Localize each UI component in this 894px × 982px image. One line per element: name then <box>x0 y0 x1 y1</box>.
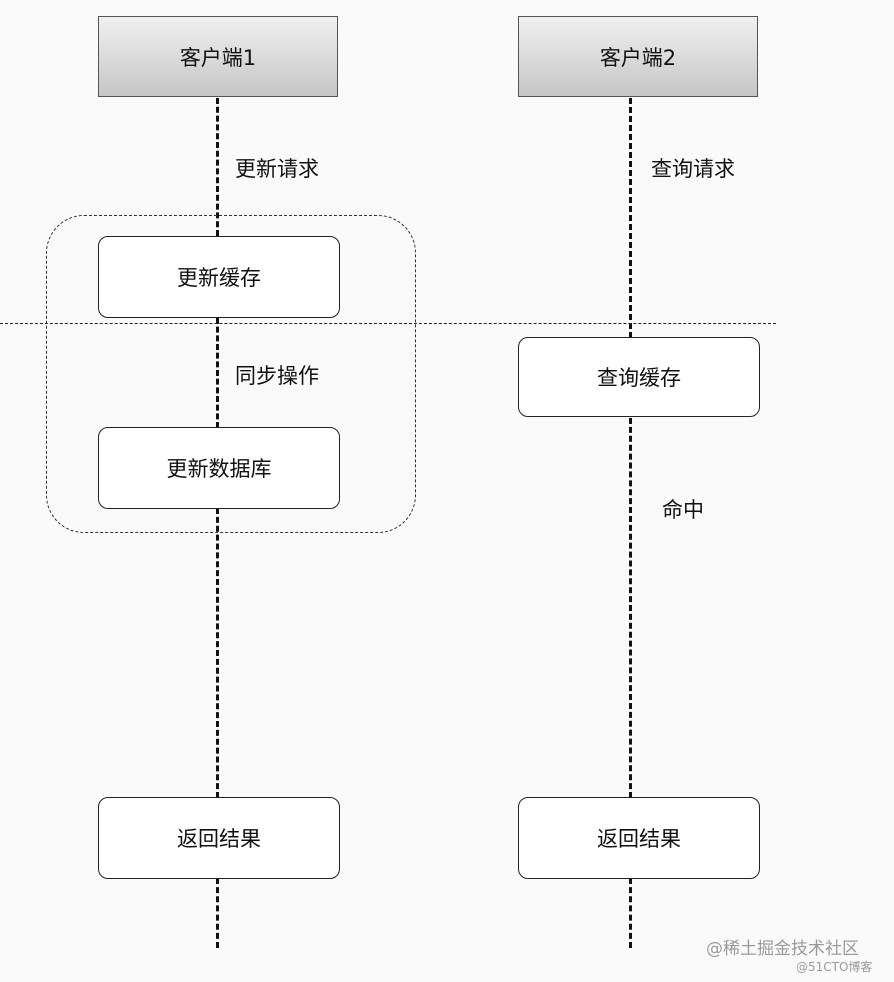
client-1-update-database-label: 更新数据库 <box>166 457 272 481</box>
lifeline-client-1-middle <box>216 318 219 428</box>
client-1-header: 客户端1 <box>98 16 338 97</box>
lifeline-client-1-lower <box>216 508 219 798</box>
lifeline-client-2-lower <box>629 418 632 798</box>
sync-operation-group <box>46 215 416 533</box>
client-1-update-database-step: 更新数据库 <box>98 427 340 509</box>
client-2-header-label: 客户端2 <box>599 45 677 70</box>
watermark-juejin: @稀土掘金技术社区 <box>706 939 859 959</box>
client-1-update-cache-label: 更新缓存 <box>177 266 261 290</box>
client-2-query-cache-label: 查询缓存 <box>597 366 681 390</box>
client-2-query-cache-step: 查询缓存 <box>518 337 760 417</box>
client-2-return-result-label: 返回结果 <box>597 827 681 851</box>
client-1-update-cache-step: 更新缓存 <box>98 236 340 318</box>
client-2-header: 客户端2 <box>518 16 758 97</box>
client-1-update-request-label: 更新请求 <box>235 157 319 181</box>
lifeline-client-1 <box>216 98 219 236</box>
client-2-cache-hit-label: 命中 <box>662 498 704 522</box>
client-1-return-result-label: 返回结果 <box>177 827 261 851</box>
client-1-return-result-step: 返回结果 <box>98 797 340 879</box>
client-2-query-request-label: 查询请求 <box>651 157 735 181</box>
watermark-51cto: @51CTO博客 <box>796 960 873 974</box>
client-1-sync-operation-label: 同步操作 <box>235 364 319 388</box>
lifeline-client-2-tail <box>629 878 632 948</box>
lifeline-client-1-tail <box>216 878 219 948</box>
lifeline-client-2 <box>629 98 632 338</box>
client-2-return-result-step: 返回结果 <box>518 797 760 879</box>
timing-separator-line <box>0 323 776 324</box>
client-1-header-label: 客户端1 <box>179 45 257 70</box>
